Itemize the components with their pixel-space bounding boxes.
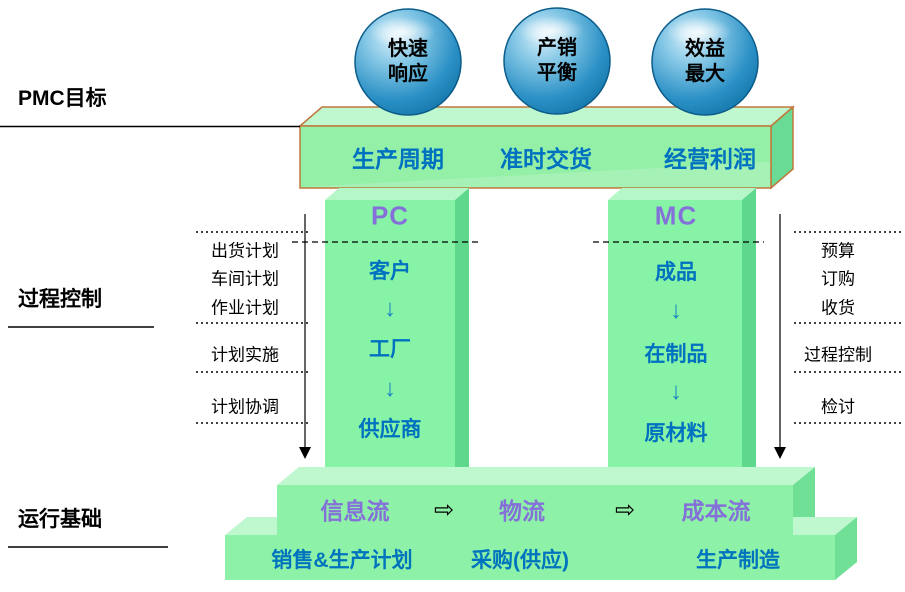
list-item: 计划协调 [211, 397, 279, 417]
flow-label-material: 物流 [499, 498, 545, 524]
list-item: 车间计划 [211, 269, 279, 289]
pillar-title-pc: PC [370, 200, 410, 231]
goal-bar-item-1: 生产周期 [352, 146, 444, 172]
flow-arrow-icon: ⇨ [433, 496, 455, 524]
section-label-foundation: 运行基础 [18, 508, 102, 531]
list-item: 计划实施 [211, 345, 279, 365]
base-label-manufacture: 生产制造 [696, 549, 780, 572]
list-item: 预算 [821, 241, 855, 261]
goal-bar-shape [297, 105, 796, 190]
pillar-title-mc: MC [654, 200, 698, 231]
goal-spheres-shape [354, 7, 759, 116]
list-item: 订购 [821, 269, 855, 289]
list-item: 收货 [821, 298, 855, 318]
down-arrow-icon: ↓ [384, 295, 396, 322]
list-item: 过程控制 [804, 345, 872, 365]
sphere-label-3: 效益 最大 [685, 38, 725, 85]
goal-bar-item-3: 经营利润 [664, 146, 756, 172]
pillar-step: 供应商 [358, 418, 422, 441]
pillar-step: 工厂 [369, 338, 411, 361]
flow-arrow-icon: ⇨ [614, 496, 636, 524]
pillar-step: 成品 [655, 261, 697, 284]
section-label-process: 过程控制 [18, 288, 102, 311]
pillar-step: 在制品 [644, 343, 708, 366]
pillar-pc-shape [325, 188, 469, 488]
base-platforms-shape [225, 467, 857, 580]
sphere-label-2: 产销 平衡 [537, 37, 577, 84]
pillar-mc-shape [608, 188, 756, 488]
base-label-sales: 销售&生产计划 [271, 549, 413, 572]
sphere-label-1: 快速 响应 [388, 38, 428, 85]
flow-label-info: 信息流 [320, 498, 390, 524]
down-arrow-icon: ↓ [670, 378, 682, 405]
flow-label-cost: 成本流 [681, 498, 751, 524]
section-underlines [0, 125, 300, 548]
goal-bar-item-2: 准时交货 [500, 146, 592, 172]
list-item: 检讨 [821, 397, 855, 417]
down-arrow-icon: ↓ [384, 375, 396, 402]
section-label-goals: PMC目标 [18, 87, 107, 110]
pillar-step: 客户 [369, 260, 411, 283]
list-item: 作业计划 [211, 298, 279, 318]
left-down-arrow-icon [299, 214, 311, 459]
list-separators [196, 231, 903, 424]
base-label-purchasing: 采购(供应) [471, 549, 569, 572]
right-down-arrow-icon [774, 214, 786, 459]
list-item: 出货计划 [211, 241, 279, 261]
down-arrow-icon: ↓ [670, 297, 682, 324]
pillar-step: 原材料 [644, 422, 708, 445]
